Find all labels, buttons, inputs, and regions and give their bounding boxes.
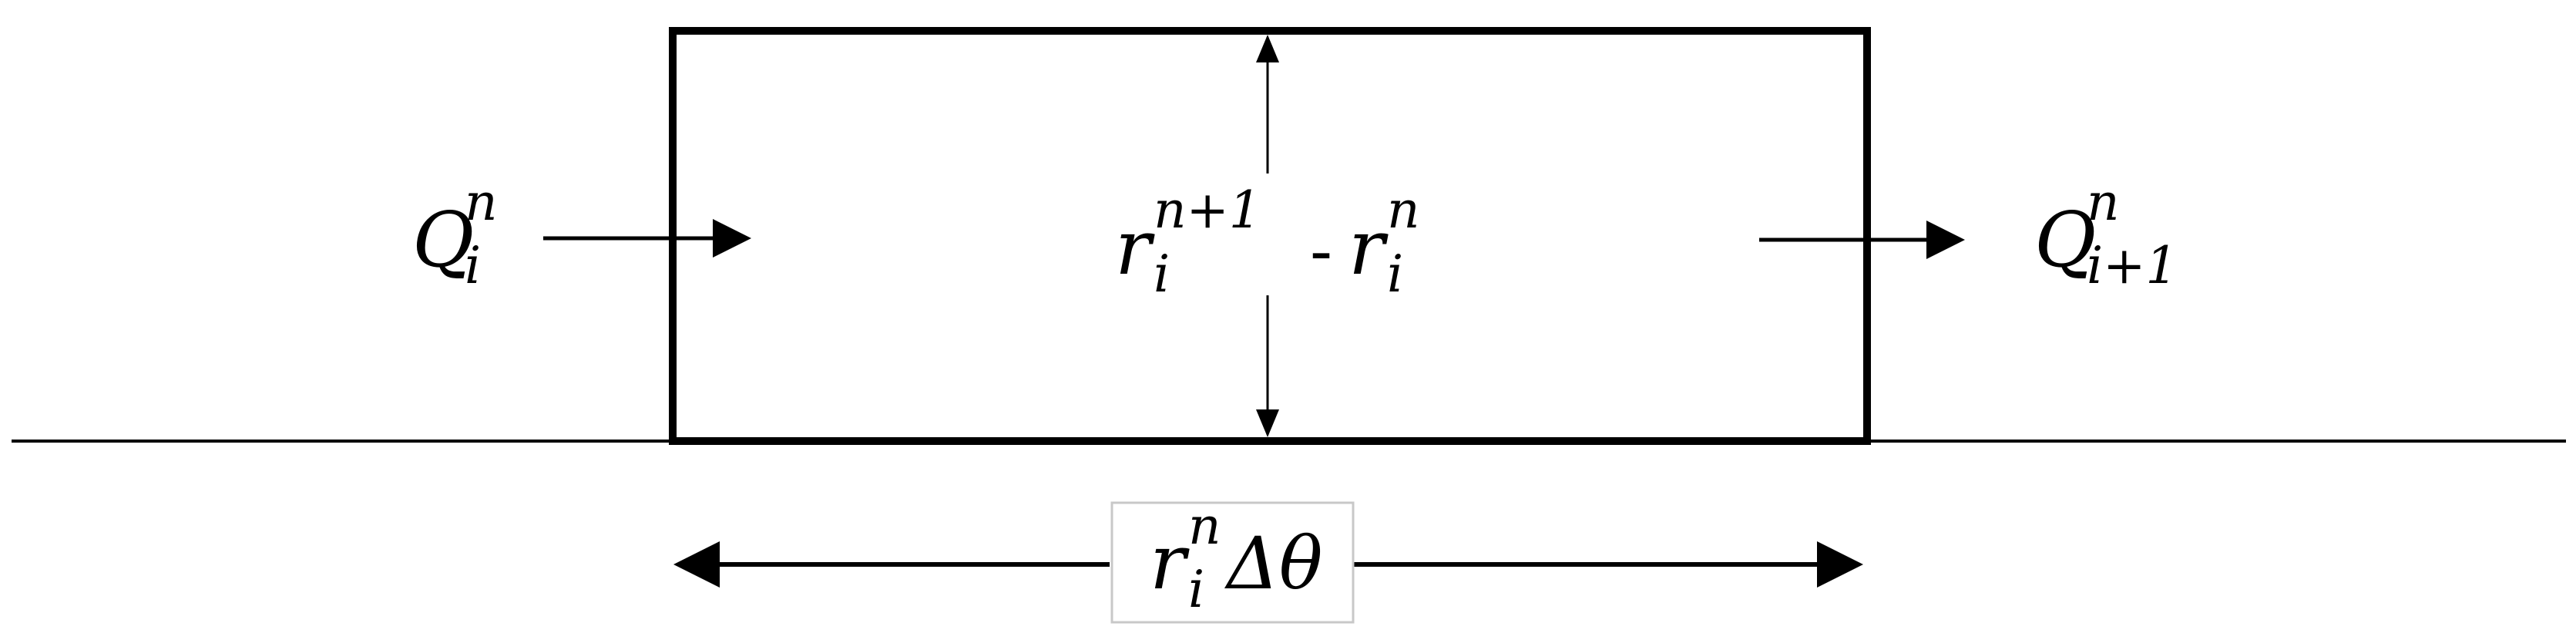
height-term1-superscript: n+1 (1154, 180, 1261, 240)
inflow-label: Q n i (412, 173, 498, 295)
inflow-symbol: Q (412, 197, 474, 285)
outflow-label: Q n i+1 (2034, 173, 2178, 295)
height-term2-subscript: i (1387, 244, 1403, 304)
width-subscript: i (1188, 560, 1204, 619)
outflow-subscript: i+1 (2087, 236, 2178, 295)
inflow-superscript: n (465, 173, 498, 232)
height-term1-subscript: i (1154, 244, 1170, 304)
height-term1-symbol: r (1115, 204, 1155, 292)
width-label-box (1110, 501, 1355, 624)
outflow-symbol: Q (2034, 197, 2096, 285)
width-superscript: n (1188, 497, 1221, 556)
control-volume-box (669, 27, 1871, 445)
height-operator: - (1310, 213, 1332, 290)
inflow-subscript: i (465, 236, 481, 295)
height-term2-symbol: r (1348, 204, 1389, 292)
width-symbol: r (1150, 519, 1190, 607)
width-label: r n i Δθ (1150, 497, 1322, 619)
width-suffix: Δθ (1224, 522, 1322, 606)
height-label: r n+1 i - r n i (1115, 180, 1420, 304)
height-term2-superscript: n (1387, 180, 1420, 240)
outflow-superscript: n (2087, 173, 2120, 232)
